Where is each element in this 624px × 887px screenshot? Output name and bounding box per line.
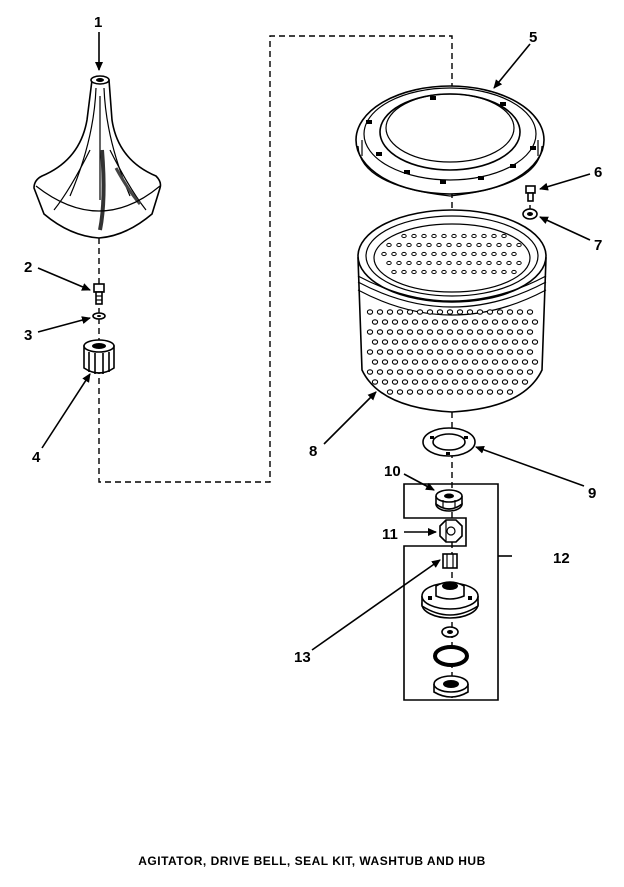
callout-11: 11	[382, 526, 398, 543]
seal-kit-bracket	[403, 483, 512, 701]
callout-8: 8	[309, 443, 317, 460]
seal-part	[441, 626, 459, 638]
leader-arrows	[37, 32, 591, 651]
hub-part	[421, 581, 479, 619]
callout-13: 13	[294, 649, 311, 666]
callout-1: 1	[94, 14, 102, 31]
washtub-part	[357, 209, 547, 413]
washtub-perforations	[366, 233, 539, 395]
callout-2: 2	[24, 259, 32, 276]
callout-12: 12	[553, 550, 570, 567]
callout-5: 5	[529, 29, 537, 46]
callout-7: 7	[594, 237, 602, 254]
o-ring-part	[433, 645, 469, 667]
callout-6: 6	[594, 164, 602, 181]
washer-part	[92, 312, 106, 320]
balance-ring-part	[355, 85, 545, 197]
callout-labels: 1 2 3 4 5 6 7 8 9 10 11 12 13	[24, 14, 602, 666]
callout-9: 9	[588, 485, 596, 502]
gasket-part	[422, 427, 476, 457]
callout-4: 4	[32, 449, 41, 466]
hub-nut-part	[442, 553, 458, 569]
drive-bell-part	[83, 339, 115, 374]
nut-part-10	[435, 489, 463, 512]
bearing-part	[433, 675, 469, 698]
screw-part-6	[525, 185, 536, 202]
nut-part-11	[439, 519, 463, 543]
callout-10: 10	[384, 463, 401, 480]
callout-3: 3	[24, 327, 32, 344]
diagram-caption: AGITATOR, DRIVE BELL, SEAL KIT, WASHTUB …	[138, 854, 486, 868]
screw-part	[93, 283, 105, 305]
washer-part-7	[522, 208, 538, 220]
agitator-part	[33, 75, 162, 239]
